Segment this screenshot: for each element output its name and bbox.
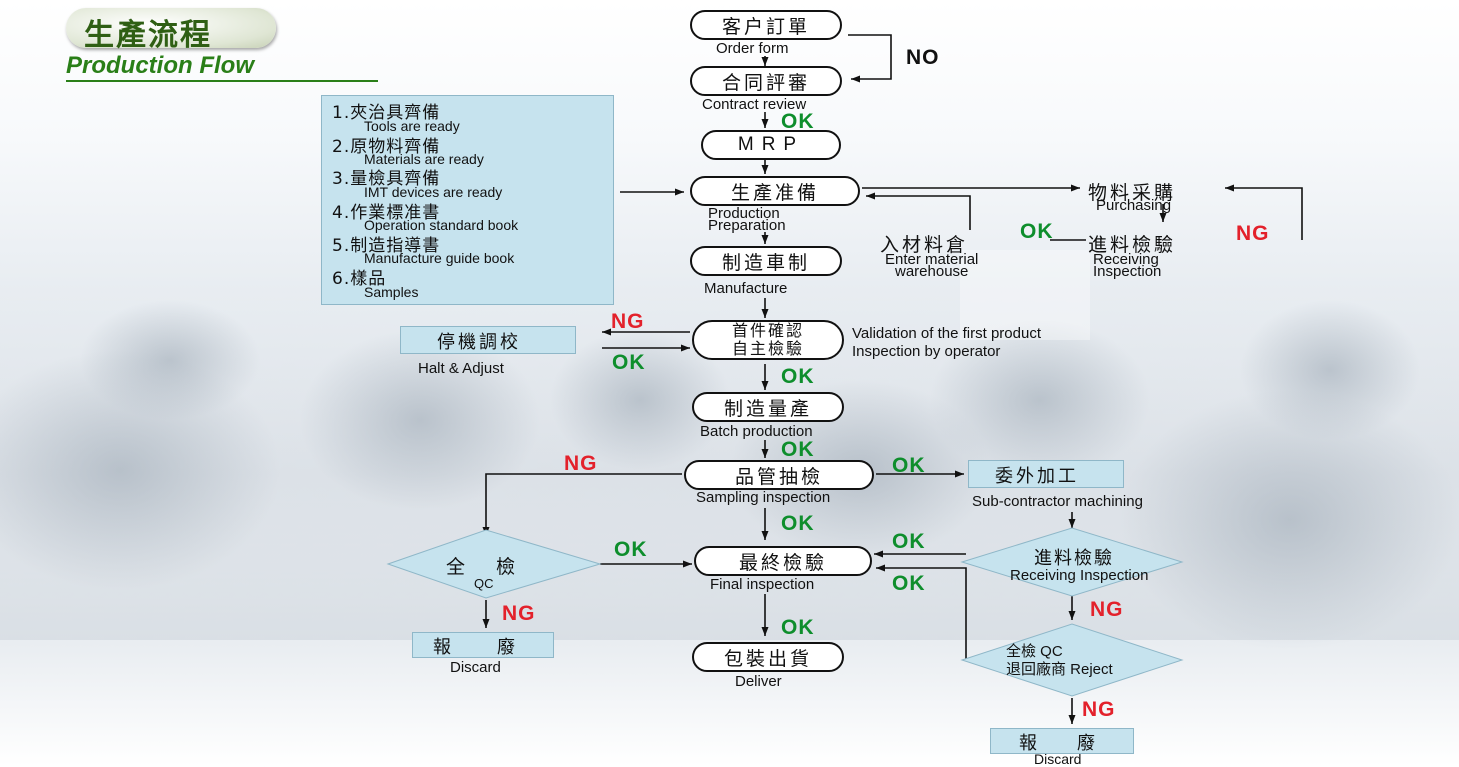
halt-node: 停機調校 — [437, 332, 521, 353]
ok-tag-halt: OK — [612, 351, 646, 374]
discard-right-en: Discard — [1034, 751, 1082, 767]
ng-tag-qc: NG — [502, 602, 536, 625]
ok-tag-first-article: OK — [781, 365, 815, 388]
title-chinese: 生產流程 — [84, 18, 212, 53]
batch-node: 制造量產 — [692, 392, 844, 422]
contract-node: 合同評審 — [690, 66, 842, 96]
first-article-node: 首件確認 自主檢驗 — [692, 320, 844, 360]
ng-tag-reject: NG — [1082, 698, 1116, 721]
reject-line-2: 退回廠商 Reject — [1006, 661, 1113, 678]
qc-left-cn2: 檢 — [496, 556, 519, 578]
ok-tag-reject: OK — [892, 572, 926, 595]
discard-right-cn1: 報 — [1019, 733, 1040, 754]
ok-tag-subcontract: OK — [892, 454, 926, 477]
manufacture-node: 制造車制 — [690, 246, 842, 276]
first-article-cn1: 首件確認 — [731, 321, 804, 340]
prep-item-5-en: Manufacture guide book — [364, 250, 515, 266]
halt-box: 停機調校 — [400, 326, 576, 354]
discard-left-cn1: 報 — [433, 637, 454, 658]
title-english: Production Flow — [66, 52, 254, 79]
title-badge: 生產流程 — [66, 8, 276, 53]
ok-tag-sampling: OK — [781, 512, 815, 535]
title-underline — [66, 80, 378, 82]
prep-label-2: Preparation — [708, 217, 786, 234]
prep-item-6-en: Samples — [364, 284, 419, 300]
ok-tag-batch: OK — [781, 438, 815, 461]
prep-item-3: 3.量檢具齊備 — [332, 169, 441, 189]
discard-left-en: Discard — [450, 659, 501, 676]
prep-item-4: 4.作業標准書 — [332, 203, 441, 223]
subcontract-node: 委外加工 — [995, 466, 1079, 487]
deliver-node: 包裝出貨 — [692, 642, 844, 672]
mrp-node: MRP — [701, 130, 841, 160]
sampling-node: 品管抽檢 — [684, 460, 874, 490]
prep-node: 生產准備 — [690, 176, 860, 206]
final-label: Final inspection — [710, 576, 815, 593]
prep-list-box: 1.夾治具齊備 Tools are ready 2.原物料齊備 Material… — [321, 95, 614, 305]
qc-diamond-shape — [386, 529, 602, 599]
warehouse-label-2: warehouse — [895, 263, 969, 280]
ng-tag-recv-right: NG — [1090, 598, 1124, 621]
prep-item-2: 2.原物料齊備 — [332, 137, 441, 157]
ok-tag-final: OK — [781, 616, 815, 639]
warehouse-node: 入材料倉 — [880, 234, 969, 256]
final-node: 最終檢驗 — [694, 546, 872, 576]
qc-left-cn1: 全 — [446, 556, 469, 578]
prep-item-1-en: Tools are ready — [364, 118, 460, 134]
halt-label: Halt & Adjust — [418, 360, 504, 377]
ok-tag-warehouse: OK — [1020, 220, 1054, 243]
first-article-label-1: Validation of the first product — [852, 325, 1041, 342]
prep-item-4-en: Operation standard book — [364, 217, 519, 233]
prep-item-3-en: IMT devices are ready — [364, 184, 503, 200]
ng-tag-receiving: NG — [1236, 222, 1270, 245]
order-label: Order form — [716, 40, 789, 57]
ok-tag-qc: OK — [614, 538, 648, 561]
receiving-label-1: Receiving — [1093, 251, 1159, 268]
discard-left-cn2: 廢 — [497, 637, 518, 658]
ok-tag-recv-right: OK — [892, 530, 926, 553]
first-article-label-2: Inspection by operator — [852, 343, 1001, 360]
qc-left-en: QC — [474, 576, 494, 591]
subcontract-box: 委外加工 — [968, 460, 1124, 488]
batch-label: Batch production — [700, 423, 813, 440]
deliver-label: Deliver — [735, 673, 782, 690]
prep-item-6: 6.樣品 — [332, 269, 387, 289]
first-article-cn2: 自主檢驗 — [731, 339, 804, 358]
manufacture-label: Manufacture — [704, 280, 788, 297]
order-node: 客户訂單 — [690, 10, 842, 40]
no-tag-contract: NO — [906, 46, 940, 69]
prep-label-1: Production — [708, 205, 780, 222]
receiving-node: 進料檢驗 — [1088, 234, 1177, 256]
ok-tag-contract: OK — [781, 110, 815, 133]
ng-tag-sampling: NG — [564, 452, 598, 475]
recv-right-label: Receiving Inspection — [1010, 567, 1149, 584]
discard-right-cn2: 廢 — [1077, 733, 1098, 754]
contract-label: Contract review — [702, 96, 807, 113]
prep-item-1: 1.夾治具齊備 — [332, 103, 441, 123]
purchasing-label: Purchasing — [1096, 197, 1172, 214]
discard-left-box: 報 廢 — [412, 632, 554, 658]
warehouse-label-1: Enter material — [885, 251, 979, 268]
discard-right-box: 報 廢 — [990, 728, 1134, 754]
recv-right-node: 進料檢驗 — [1034, 548, 1114, 569]
reject-line-1: 全檢 QC — [1006, 643, 1063, 660]
sampling-label: Sampling inspection — [696, 489, 831, 506]
subcontract-label: Sub-contractor machining — [972, 493, 1143, 510]
ng-tag-first-article: NG — [611, 310, 645, 333]
receiving-label-2: Inspection — [1093, 263, 1162, 280]
purchasing-node: 物料采購 — [1088, 182, 1177, 204]
prep-item-2-en: Materials are ready — [364, 151, 484, 167]
reject-diamond-shape — [960, 623, 1184, 697]
prep-item-5: 5.制造指導書 — [332, 236, 441, 256]
